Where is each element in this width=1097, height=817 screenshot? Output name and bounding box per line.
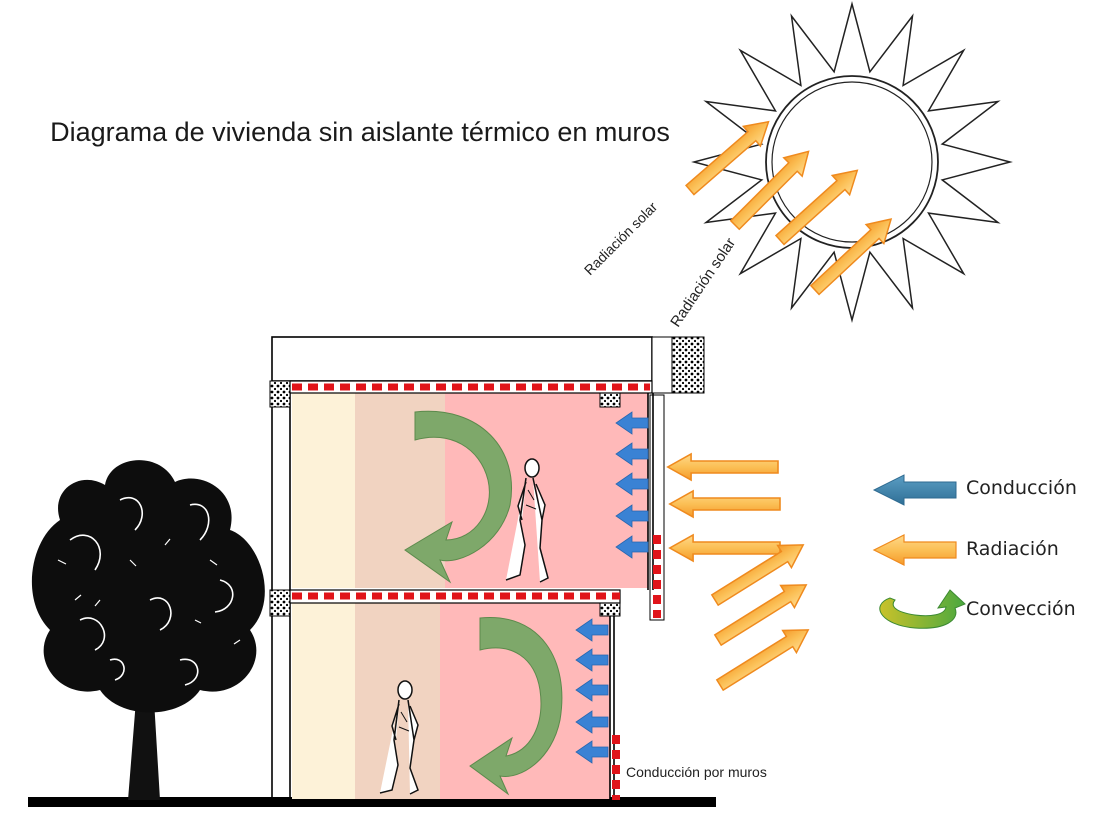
- radiation-arrow-icon: [872, 534, 957, 566]
- ground-line: [28, 797, 716, 807]
- wall-radiation-arrows-upper: [666, 453, 781, 562]
- tree-icon: [31, 460, 265, 800]
- upper-slab: [289, 380, 653, 394]
- convection-arrow-icon: [879, 589, 966, 629]
- wall-conduction-label: Conducción por muros: [626, 764, 767, 780]
- sun-icon: [691, 1, 1013, 323]
- legend-conduction-label: Conducción: [966, 477, 1077, 499]
- wall-radiation-arrows-lower: [707, 533, 816, 697]
- solar-label-1: Radiación solar: [581, 198, 661, 278]
- legend-radiation-label: Radiación: [966, 538, 1059, 560]
- parapet-hatch: [671, 336, 705, 394]
- lower-slab: [289, 589, 621, 604]
- person-lower-icon: [379, 680, 419, 795]
- conduction-arrow-icon: [872, 474, 957, 506]
- lower-zone-light: [292, 603, 355, 799]
- solar-label-2: Radiación solar: [667, 235, 739, 330]
- convection-arrow-lower: [469, 617, 563, 796]
- legend-convection-label: Convección: [966, 598, 1076, 620]
- person-upper-icon: [505, 458, 549, 583]
- upper-zone-light: [292, 393, 355, 588]
- convection-arrow-upper: [404, 410, 512, 584]
- page-title: Diagrama de vivienda sin aislante térmic…: [50, 117, 670, 147]
